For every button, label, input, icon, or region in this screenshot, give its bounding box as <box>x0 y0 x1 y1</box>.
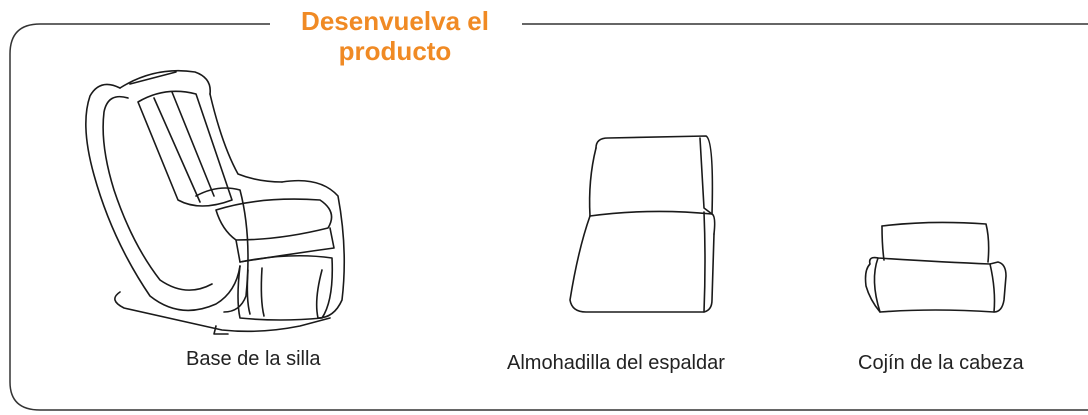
section-title-line1: Desenvuelva el <box>301 6 489 36</box>
chair-base-label: Base de la silla <box>186 348 321 370</box>
backrest-pad-label: Almohadilla del espaldar <box>507 352 725 374</box>
head-cushion-label: Cojín de la cabeza <box>858 352 1024 374</box>
section-title: Desenvuelva el producto <box>270 6 520 66</box>
section-title-line2: producto <box>338 36 452 66</box>
